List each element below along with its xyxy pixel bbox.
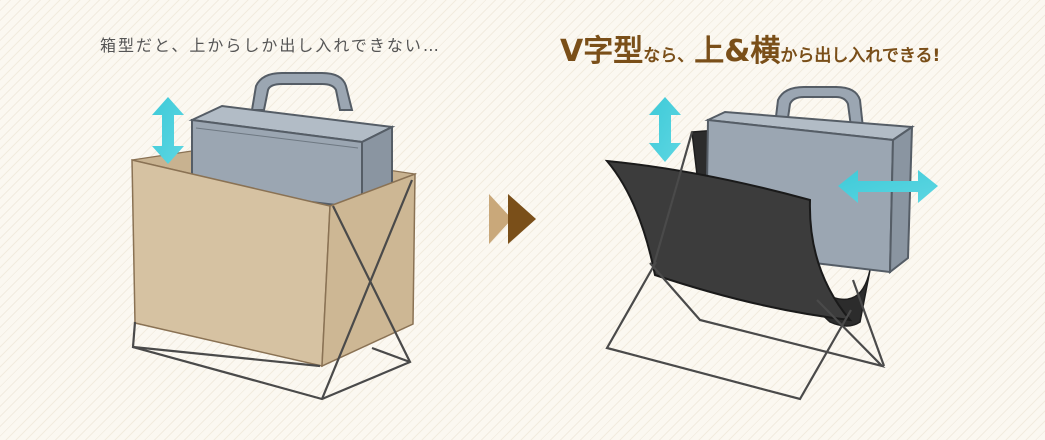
wire-frame-left: [131, 179, 414, 401]
v-type-connector: なら、: [643, 46, 695, 66]
box-type-caption: 箱型だと、上からしか出し入れできない…: [100, 36, 441, 55]
box-type-rack: [131, 72, 418, 401]
double-arrow-vertical-icon-right: [649, 97, 681, 162]
v-type-caption: V字型なら、上&横から出し入れできる!: [560, 26, 940, 70]
v-type-rack: [604, 86, 938, 401]
forward-chevron-icon: [489, 194, 536, 244]
top-side-label: 上&横: [694, 34, 781, 69]
v-type-label: V字型: [560, 34, 644, 69]
double-arrow-vertical-icon: [152, 97, 184, 164]
box-side: [321, 172, 416, 368]
briefcase-left: [188, 72, 396, 210]
wire-frame-right: [605, 131, 886, 401]
sling-front: [604, 159, 853, 322]
v-type-caption-end: から出し入れできる!: [780, 46, 941, 66]
double-arrow-horizontal-icon: [838, 170, 938, 203]
